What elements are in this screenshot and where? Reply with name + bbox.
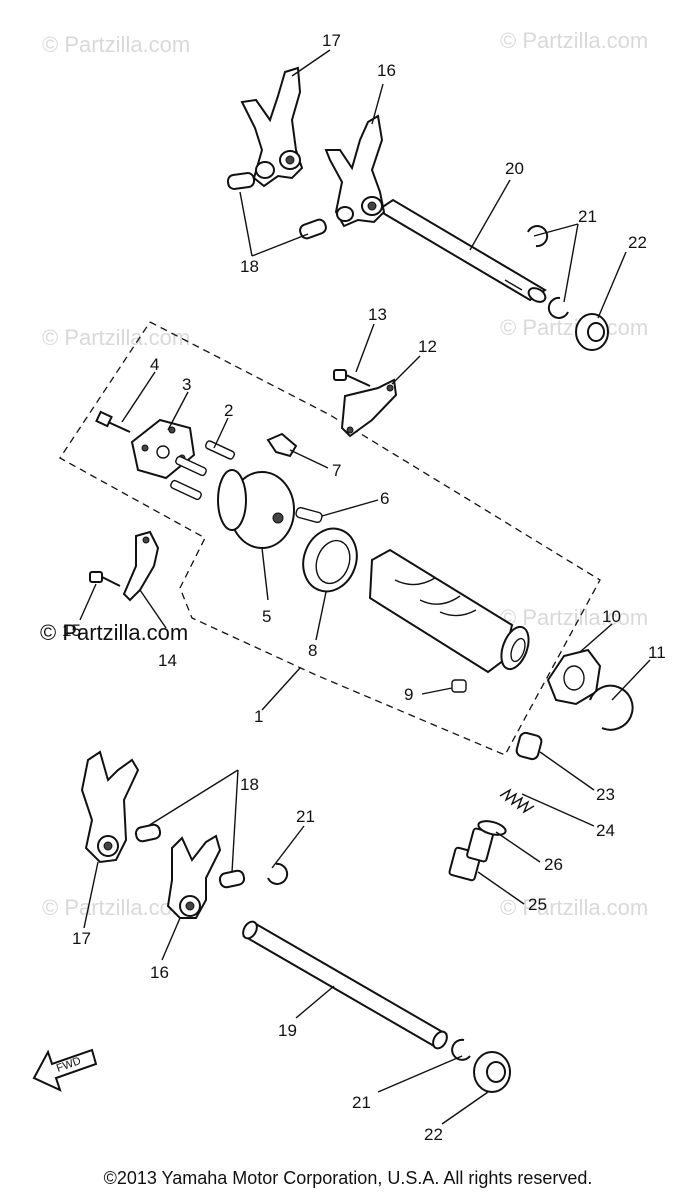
- watermark: © Partzilla.com: [500, 605, 648, 630]
- cam-plate-10: [546, 648, 602, 706]
- callout-12: 12: [418, 337, 437, 356]
- watermark: © Partzilla.com: [42, 895, 190, 920]
- callout-26: 26: [544, 855, 563, 874]
- pin-9: [451, 679, 467, 693]
- callout-11: 11: [648, 643, 666, 662]
- callout-6: 6: [380, 489, 389, 508]
- shift-drum-boundary: [59, 321, 601, 756]
- shift-fork-16-top: [324, 114, 386, 228]
- bolt-25: [448, 827, 494, 882]
- circlip-top: [527, 225, 569, 319]
- watermark: © Partzilla.com: [500, 315, 648, 340]
- circlip-mid: [267, 862, 289, 885]
- callout-numbers: 17 16 18 20 21 22 13 12 4 3 2 7 6 5 8 9 …: [62, 31, 666, 1144]
- bearing-8: [302, 527, 358, 593]
- washer-26: [477, 820, 507, 836]
- collar-top: [575, 313, 609, 351]
- shift-pins: [170, 440, 235, 501]
- shift-fork-17-top: [240, 66, 304, 188]
- shift-fork-shaft-top: [376, 198, 547, 303]
- callout-25: 25: [528, 895, 547, 914]
- stopper-lever-14: [122, 530, 160, 602]
- fwd-arrow-icon: FWD: [32, 1048, 98, 1092]
- stopper-7: [266, 432, 298, 458]
- callout-18-bottom: 18: [240, 775, 259, 794]
- stopper-plate-12: [340, 378, 398, 438]
- segment-plate: [130, 418, 196, 480]
- callout-21-top: 21: [578, 207, 597, 226]
- callout-10: 10: [602, 607, 621, 626]
- callout-1: 1: [254, 707, 263, 726]
- callout-18-top: 18: [240, 257, 259, 276]
- circlip-bottom: [451, 1038, 471, 1061]
- watermark-layer: © Partzilla.com © Partzilla.com © Partzi…: [40, 28, 648, 920]
- callout-13: 13: [368, 305, 387, 324]
- callout-23: 23: [596, 785, 615, 804]
- collar-bottom: [473, 1051, 511, 1093]
- callout-20: 20: [505, 159, 524, 178]
- watermark: © Partzilla.com: [42, 325, 190, 350]
- pin-6: [295, 507, 323, 523]
- guide-pin-bottom: [134, 823, 246, 889]
- drum-cam-5: [217, 469, 295, 549]
- callout-14: 14: [158, 651, 177, 670]
- shift-fork-16-bottom: [166, 834, 222, 919]
- callout-16-bottom: 16: [150, 963, 169, 982]
- watermark: © Partzilla.com: [42, 32, 190, 57]
- callout-19: 19: [278, 1021, 297, 1040]
- spring-24: [499, 788, 535, 814]
- callout-17-top: 17: [322, 31, 341, 50]
- callout-16-top: 16: [377, 61, 396, 80]
- circlip-11: [589, 684, 634, 731]
- callout-21-bottom: 21: [352, 1093, 371, 1112]
- shift-fork-17-bottom: [80, 750, 140, 864]
- guide-pin-top: [226, 172, 327, 240]
- callout-22-bottom: 22: [424, 1125, 443, 1144]
- callout-21-mid: 21: [296, 807, 315, 826]
- copyright-notice: ©2013 Yamaha Motor Corporation, U.S.A. A…: [103, 1168, 593, 1188]
- callout-17-bottom: 17: [72, 929, 91, 948]
- bolt-13: [333, 369, 371, 387]
- callout-4: 4: [150, 355, 159, 374]
- callout-5: 5: [262, 607, 271, 626]
- bolt-4: [95, 410, 131, 433]
- leader-lines: [79, 49, 651, 1125]
- callout-22-top: 22: [628, 233, 647, 252]
- shift-drum: [368, 548, 530, 674]
- shift-fork-shaft-bottom: [242, 920, 448, 1050]
- watermark: © Partzilla.com: [500, 28, 648, 53]
- callout-9: 9: [404, 685, 413, 704]
- callout-15: 15: [62, 621, 81, 640]
- callout-7: 7: [332, 461, 341, 480]
- callout-3: 3: [182, 375, 191, 394]
- watermark: © Partzilla.com: [500, 895, 648, 920]
- spacer-23: [515, 731, 543, 761]
- callout-2: 2: [224, 401, 233, 420]
- bolt-15: [89, 571, 121, 587]
- callout-8: 8: [308, 641, 317, 660]
- callout-24: 24: [596, 821, 615, 840]
